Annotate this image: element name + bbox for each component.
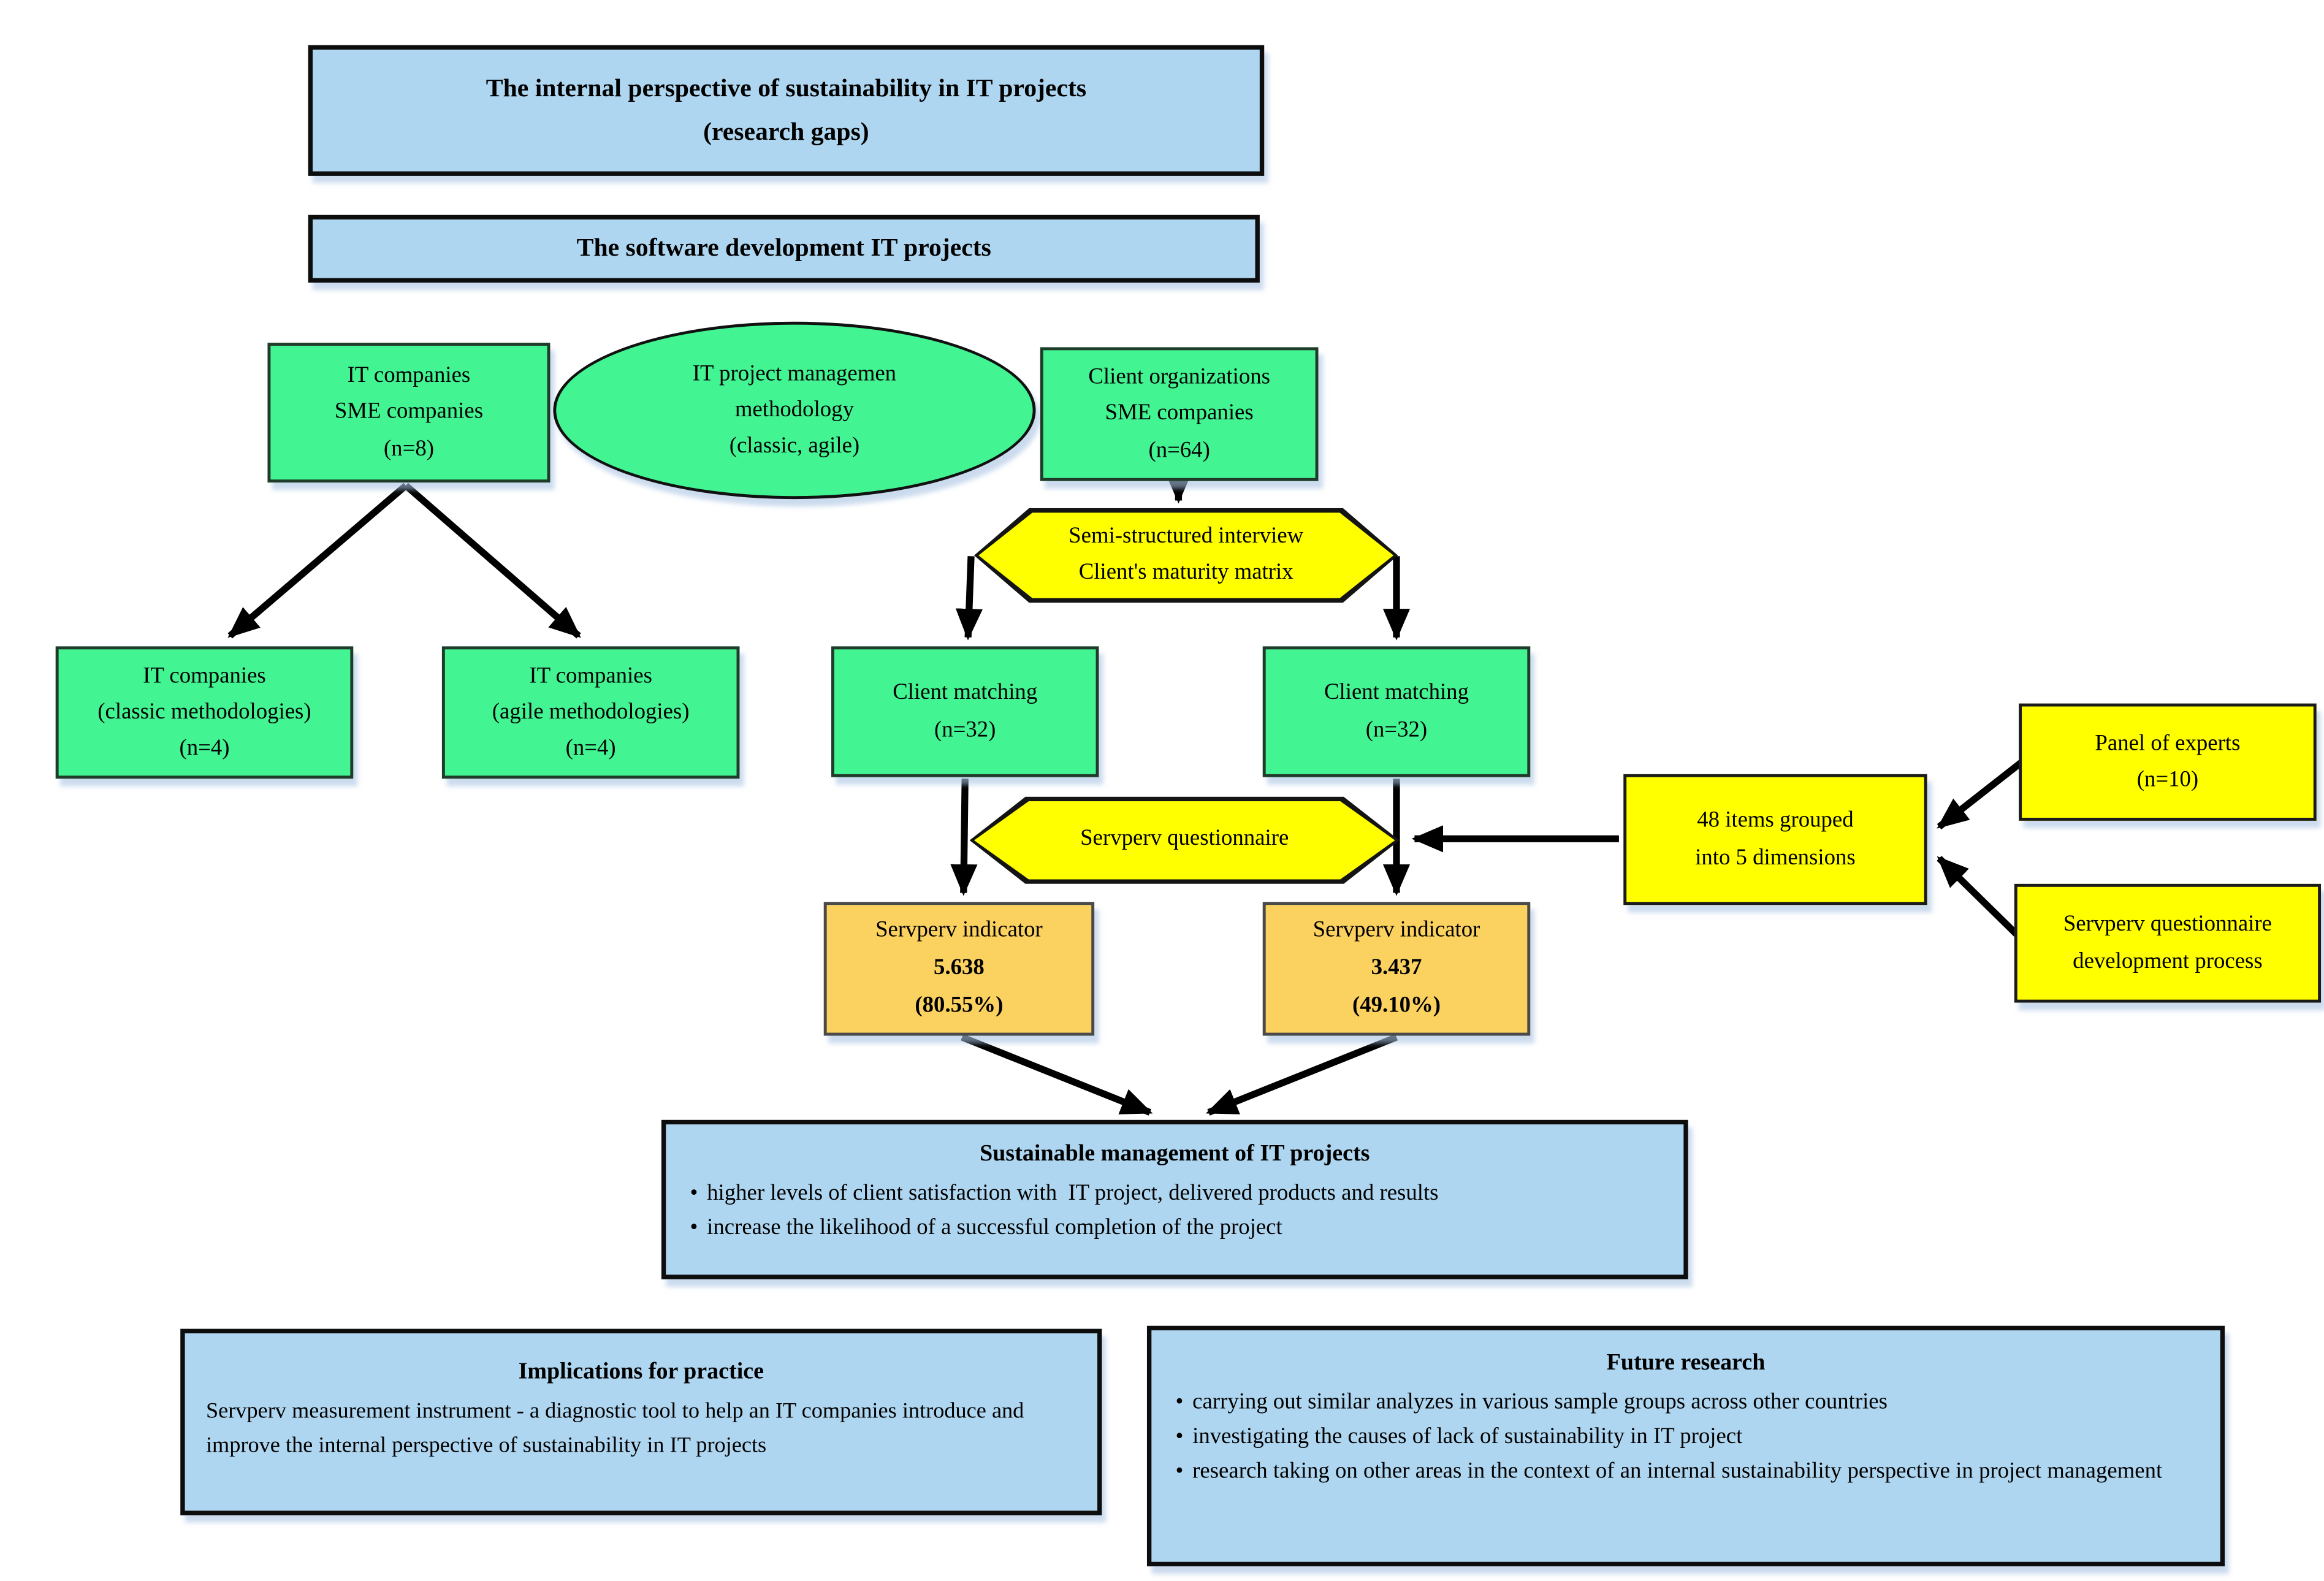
hexagon-fill: [978, 512, 1394, 598]
arrow-indicator-left-to-sustainable: [961, 1034, 1153, 1116]
bullet-item: • investigating the causes of lack of su…: [1176, 1420, 2203, 1455]
hexagon-fill: [973, 801, 1395, 880]
future-bullets: • carrying out similar analyzes in vario…: [1151, 1382, 2220, 1490]
panel-of-experts-label: Panel of experts (n=10): [2095, 731, 2241, 793]
research-gaps-label: The internal perspective of sustainabili…: [486, 73, 1087, 145]
node-panel-of-experts: Panel of experts (n=10): [2019, 703, 2317, 821]
it-classic-label: IT companies (classic methodologies) (n=…: [97, 663, 311, 761]
node-implications: Implications for practice Servperv measu…: [180, 1328, 1102, 1515]
indicator-left-percent: (80.55%): [915, 993, 1004, 1018]
node-client-matching-left: Client matching (n=32): [831, 646, 1099, 777]
node-future-research: Future research • carrying out similar a…: [1146, 1325, 2225, 1567]
node-servperv-indicator-right: Servperv indicator 3.437 (49.10%): [1262, 902, 1531, 1036]
arrow-sme-to-classic: [227, 482, 408, 639]
client-matching-right-label: Client matching (n=32): [1324, 681, 1469, 742]
bullet-item: • research taking on other areas in the …: [1176, 1455, 2203, 1490]
node-it-classic: IT companies (classic methodologies) (n=…: [55, 646, 354, 779]
indicator-left-label: Servperv indicator: [875, 919, 1043, 943]
indicator-right-percent: (49.10%): [1352, 993, 1441, 1018]
sustainable-bullets: • higher levels of client satisfaction w…: [666, 1174, 1683, 1247]
bullet-text: research taking on other areas in the co…: [1192, 1460, 2163, 1484]
48-items-label: 48 items grouped into 5 dimensions: [1695, 809, 1856, 870]
client-organizations-label: Client organizations SME companies (n=64…: [1088, 365, 1270, 463]
node-research-gaps: The internal perspective of sustainabili…: [308, 45, 1265, 176]
bullet-marker: •: [1175, 1425, 1184, 1449]
node-client-organizations: Client organizations SME companies (n=64…: [1040, 347, 1319, 481]
bullet-marker: •: [1175, 1390, 1184, 1414]
hex-semi-structured-interview: Semi-structured interview Client's matur…: [973, 508, 1398, 603]
arrow-indicator-right-to-sustainable: [1205, 1034, 1398, 1116]
node-it-agile: IT companies (agile methodologies) (n=4): [441, 646, 740, 779]
hex-servperv-questionnaire: Servperv questionnaire: [969, 796, 1400, 884]
sustainable-title: Sustainable management of IT projects: [980, 1141, 1370, 1167]
bullet-marker: •: [690, 1216, 698, 1241]
servperv-questionnaire-label: Servperv questionnaire: [1080, 827, 1289, 851]
bullet-item: • carrying out similar analyzes in vario…: [1176, 1385, 2203, 1420]
arrow-servdev-to-items48: [1937, 856, 2022, 939]
software-dev-label: The software development IT projects: [576, 233, 991, 262]
servperv-dev-label: Servperv questionnaire development proce…: [2063, 912, 2273, 973]
bullet-text: investigating the causes of lack of sust…: [1192, 1425, 1743, 1449]
bullet-item: • increase the likelihood of a successfu…: [690, 1212, 1666, 1247]
node-48-items: 48 items grouped into 5 dimensions: [1623, 774, 1927, 905]
node-pm-methodology-ellipse: IT project managemen methodology (classi…: [553, 321, 1036, 500]
arrow-matching-left-to-indicator: [950, 779, 978, 896]
indicator-right-value: 3.437: [1371, 956, 1422, 981]
future-title: Future research: [1606, 1349, 1766, 1376]
node-sustainable-management: Sustainable management of IT projects • …: [661, 1119, 1688, 1279]
bullet-text: carrying out similar analyzes in various…: [1192, 1390, 1888, 1414]
indicator-left-value: 5.638: [934, 956, 985, 981]
arrow-interview-to-matching-left: [955, 556, 983, 641]
implications-title: Implications for practice: [518, 1358, 764, 1385]
pm-methodology-label: IT project managemen methodology (classi…: [692, 361, 897, 459]
it-agile-label: IT companies (agile methodologies) (n=4): [492, 663, 690, 761]
arrow-sme-to-agile: [403, 482, 581, 639]
arrow-experts-to-items48: [1937, 753, 2032, 830]
node-client-matching-right: Client matching (n=32): [1262, 646, 1531, 777]
indicator-right-label: Servperv indicator: [1312, 919, 1480, 943]
node-it-companies-sme: IT companies SME companies (n=8): [267, 343, 551, 483]
semi-structured-interview-label: Semi-structured interview Client's matur…: [1069, 525, 1304, 584]
bullet-text: higher levels of client satisfaction wit…: [707, 1181, 1439, 1206]
bullet-item: • higher levels of client satisfaction w…: [690, 1176, 1666, 1211]
bullet-marker: •: [690, 1181, 698, 1206]
it-companies-sme-label: IT companies SME companies (n=8): [334, 364, 484, 461]
bullet-text: increase the likelihood of a successful …: [707, 1216, 1282, 1241]
node-software-dev-projects: The software development IT projects: [308, 215, 1260, 283]
implications-body: Servperv measurement instrument - a diag…: [205, 1399, 1024, 1459]
client-matching-left-label: Client matching (n=32): [893, 681, 1038, 742]
node-servperv-dev-process: Servperv questionnaire development proce…: [2014, 883, 2322, 1003]
node-servperv-indicator-left: Servperv indicator 5.638 (80.55%): [823, 902, 1095, 1036]
bullet-marker: •: [1175, 1460, 1184, 1484]
